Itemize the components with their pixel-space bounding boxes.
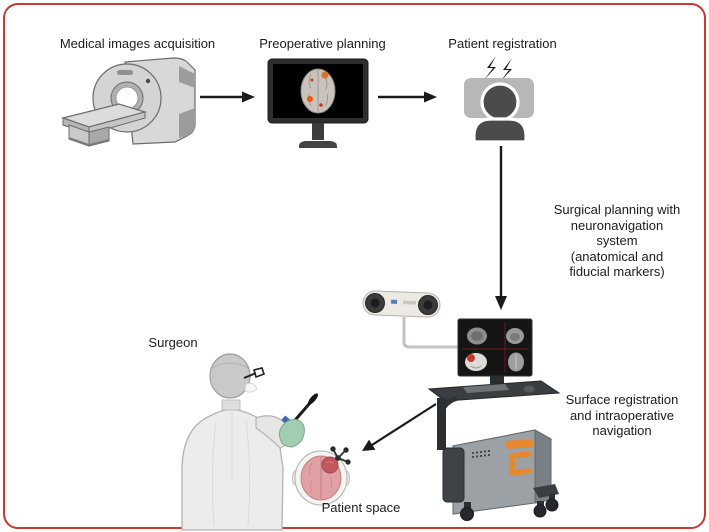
tracking-camera-icon (362, 290, 458, 349)
glasses-icon (243, 367, 266, 379)
surgeon-figure (181, 353, 318, 531)
annotation-surface-registration: Surface registration and intraoperative … (565, 392, 679, 438)
tumor-icon (321, 456, 339, 474)
arrow-diagonal-icon (362, 403, 437, 451)
step-label-acquisition: Medical images acquisition (59, 36, 216, 51)
surgical-cap-icon (209, 353, 251, 399)
arrow-right-icon (378, 91, 437, 103)
step-label-registration: Patient registration (448, 36, 557, 51)
navigation-monitor-icon (457, 318, 533, 390)
cart-wheels (460, 494, 559, 521)
arrow-right-icon (200, 91, 255, 103)
navigation-cart-icon (437, 398, 559, 521)
surgical-glove-icon (278, 419, 305, 448)
patient-registration-icon (464, 56, 534, 144)
neuronavigation-system (362, 290, 561, 521)
lightning-bolt-icon (484, 56, 512, 82)
arrow-down-icon (495, 146, 507, 310)
patient-space-label: Patient space (321, 500, 401, 515)
step-label-planning: Preoperative planning (259, 36, 386, 51)
face-mask-icon (244, 382, 258, 393)
annotation-surgical-planning: Surgical planning with neuronavigation s… (553, 202, 681, 279)
patient-head-icon (291, 446, 351, 506)
mri-scanner-icon (60, 57, 196, 147)
surgeon-label: Surgeon (148, 335, 198, 350)
reference-marker-icon (330, 446, 351, 465)
planning-monitor-icon (267, 58, 369, 148)
cart-handle-orange (505, 439, 534, 476)
